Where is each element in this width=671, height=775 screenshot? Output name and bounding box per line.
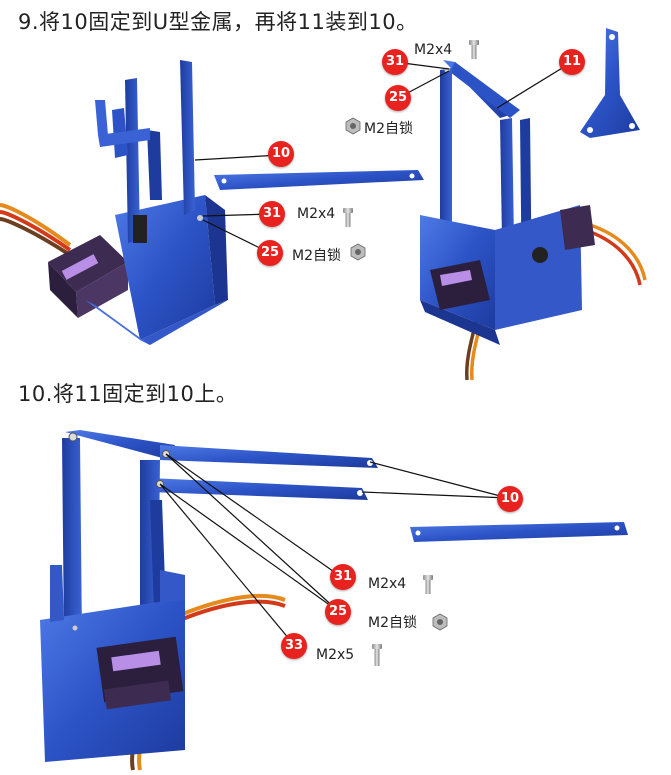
part-label-m2x4: M2x4 [368, 576, 407, 592]
screw-icon [372, 644, 382, 666]
callout-badge-31: 31 [259, 201, 285, 227]
loose-bar-10 [214, 170, 424, 190]
loose-bar-10-step10 [410, 522, 628, 542]
step10-title: 10.将11固定到10上。 [18, 382, 238, 406]
part-label-m2x4: M2x4 [414, 42, 453, 58]
callout-badge-10: 10 [497, 486, 523, 512]
callout-badge-10: 10 [268, 141, 294, 167]
part-label-m2x5: M2x5 [316, 647, 355, 663]
nut-icon [350, 243, 366, 261]
loose-link-11 [580, 28, 640, 138]
screw-icon [343, 208, 353, 227]
part-label-m2-locknut: M2自锁 [368, 615, 417, 631]
nut-icon [432, 613, 448, 631]
callout-badge-25: 25 [325, 599, 351, 625]
part-label-m2-locknut: M2自锁 [292, 248, 341, 264]
callout-badge-25: 25 [257, 240, 283, 266]
part-label-m2x4: M2x4 [297, 206, 336, 222]
part-label-m2-locknut: M2自锁 [364, 121, 413, 137]
screw-icon [469, 40, 479, 59]
screw-icon [423, 575, 433, 594]
step9-left-assembly [0, 60, 228, 345]
callout-badge-11: 11 [559, 49, 585, 75]
callout-badge-31: 31 [330, 564, 356, 590]
step9-title: 9.将10固定到U型金属，再将11装到10。 [18, 10, 418, 34]
callout-badge-25: 25 [385, 85, 411, 111]
step10-assembly [40, 430, 378, 771]
nut-icon [345, 117, 361, 135]
callout-badge-31: 31 [382, 49, 408, 75]
callout-badge-33: 33 [281, 633, 307, 659]
